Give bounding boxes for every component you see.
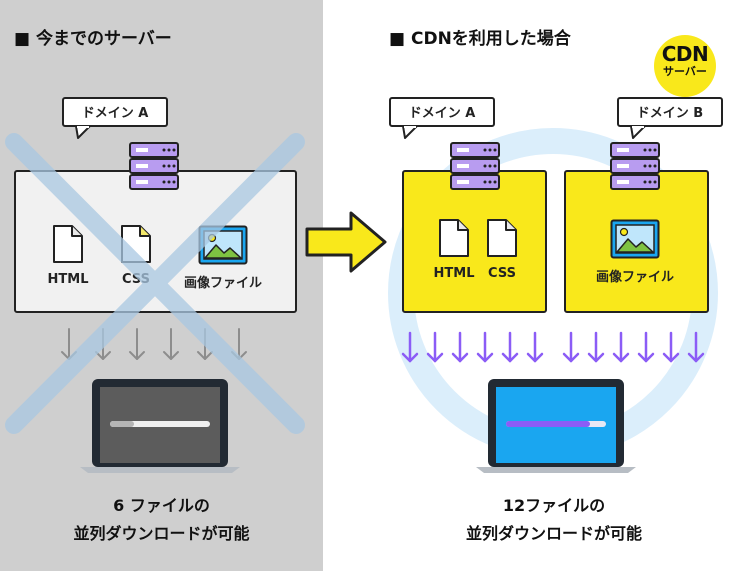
- file-label-css: CSS: [488, 266, 516, 281]
- cross-mark: [5, 133, 305, 434]
- left-caption-line1: 6 ファイルの: [113, 496, 210, 515]
- arrow-down-icon: [526, 331, 544, 363]
- callout-label: ドメイン A: [408, 106, 476, 121]
- left-heading: ■ 今までのサーバー: [14, 29, 172, 49]
- right-heading: ■ CDNを利用した場合: [389, 29, 571, 49]
- server-icon: [129, 142, 179, 190]
- file-label-html: HTML: [47, 272, 89, 287]
- laptop-icon: [80, 379, 240, 473]
- file-label-html: HTML: [433, 266, 475, 281]
- document-icon: [439, 219, 469, 257]
- callout-pointer: [630, 126, 646, 139]
- arrow-down-icon: [587, 331, 605, 363]
- arrow-down-icon: [401, 331, 419, 363]
- server-icon: [450, 142, 500, 190]
- file-label-image: 画像ファイル: [595, 270, 674, 285]
- arrow-down-icon: [562, 331, 580, 363]
- arrow-down-icon: [451, 331, 469, 363]
- arrow-down-icon: [426, 331, 444, 363]
- arrow-down-icon: [612, 331, 630, 363]
- callout-pointer: [75, 126, 91, 139]
- right-domain-b-callout: ドメイン B: [617, 97, 723, 127]
- document-icon: [53, 225, 83, 263]
- callout-label: ドメイン B: [636, 106, 704, 121]
- badge-subtitle: サーバー: [663, 65, 707, 78]
- left-domain-a-callout: ドメイン A: [62, 97, 168, 127]
- cdn-server-badge: CDN サーバー: [654, 35, 716, 97]
- right-caption-line2: 並列ダウンロードが可能: [465, 524, 642, 543]
- left-caption-line2: 並列ダウンロードが可能: [73, 524, 250, 543]
- right-caption-line1: 12ファイルの: [502, 496, 606, 515]
- laptop-icon: [476, 379, 636, 473]
- arrow-down-icon: [687, 331, 705, 363]
- image-icon: [610, 219, 660, 259]
- callout-pointer: [402, 126, 418, 139]
- file-label-image: 画像ファイル: [183, 276, 262, 291]
- arrow-right-icon: [305, 211, 387, 273]
- right-download-arrows: [401, 331, 705, 363]
- arrow-down-icon: [163, 328, 179, 360]
- server-icon: [610, 142, 660, 190]
- document-icon: [487, 219, 517, 257]
- badge-title: CDN: [661, 42, 709, 66]
- callout-label: ドメイン A: [81, 106, 149, 121]
- arrow-down-icon: [501, 331, 519, 363]
- arrow-down-icon: [637, 331, 655, 363]
- arrow-down-icon: [662, 331, 680, 363]
- arrow-down-icon: [476, 331, 494, 363]
- right-domain-a-callout: ドメイン A: [389, 97, 495, 127]
- domain-a-server-panel: [402, 170, 547, 313]
- arrow-down-icon: [129, 328, 145, 360]
